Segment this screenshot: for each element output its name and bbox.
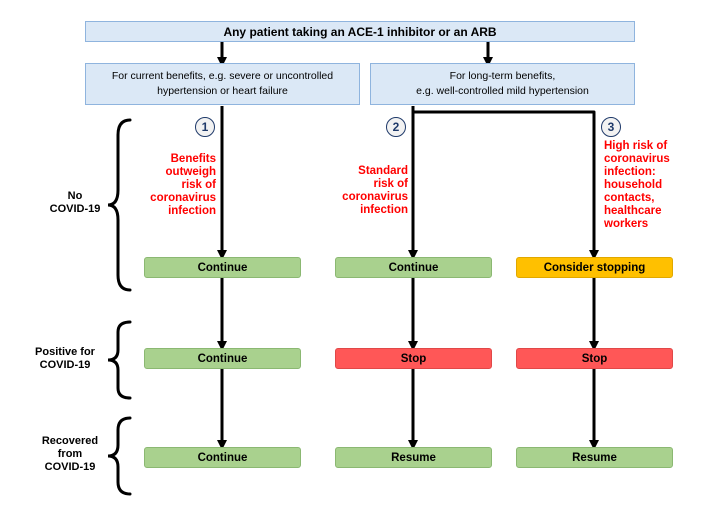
number-badge-2: 2 <box>386 117 406 137</box>
action-col1-recovered: Continue <box>144 447 301 468</box>
arrow-col3-1 <box>411 106 599 260</box>
action-col1-no-covid: Continue <box>144 257 301 278</box>
stage-label-recovered: Recovered from COVID-19 <box>41 435 99 473</box>
action-col2-recovered: Resume <box>335 447 492 468</box>
number-badge-3: 3 <box>601 117 621 137</box>
action-col2-no-covid: Continue <box>335 257 492 278</box>
brace-positive <box>107 320 132 400</box>
stage-label-positive: Positive for COVID-19 <box>35 346 95 371</box>
note-col2: Standard risk of coronavirus infection <box>342 165 408 216</box>
number-badge-1: 1 <box>195 117 215 137</box>
action-col3-positive: Stop <box>516 348 673 369</box>
action-col3-no-covid: Consider stopping <box>516 257 673 278</box>
stage-label-no-covid: No COVID-19 <box>49 190 101 215</box>
brace-no-covid <box>107 118 132 292</box>
branch-current-benefits: For current benefits, e.g. severe or unc… <box>85 63 360 105</box>
action-col1-positive: Continue <box>144 348 301 369</box>
action-col2-positive: Stop <box>335 348 492 369</box>
note-col3: High risk of coronavirus infection: hous… <box>604 140 670 230</box>
header-box: Any patient taking an ACE-1 inhibitor or… <box>85 21 635 42</box>
action-col3-recovered: Resume <box>516 447 673 468</box>
brace-recovered <box>107 416 132 496</box>
branch-longterm-benefits: For long-term benefits, e.g. well-contro… <box>370 63 635 105</box>
note-col1: Benefits outweigh risk of coronavirus in… <box>150 153 216 217</box>
